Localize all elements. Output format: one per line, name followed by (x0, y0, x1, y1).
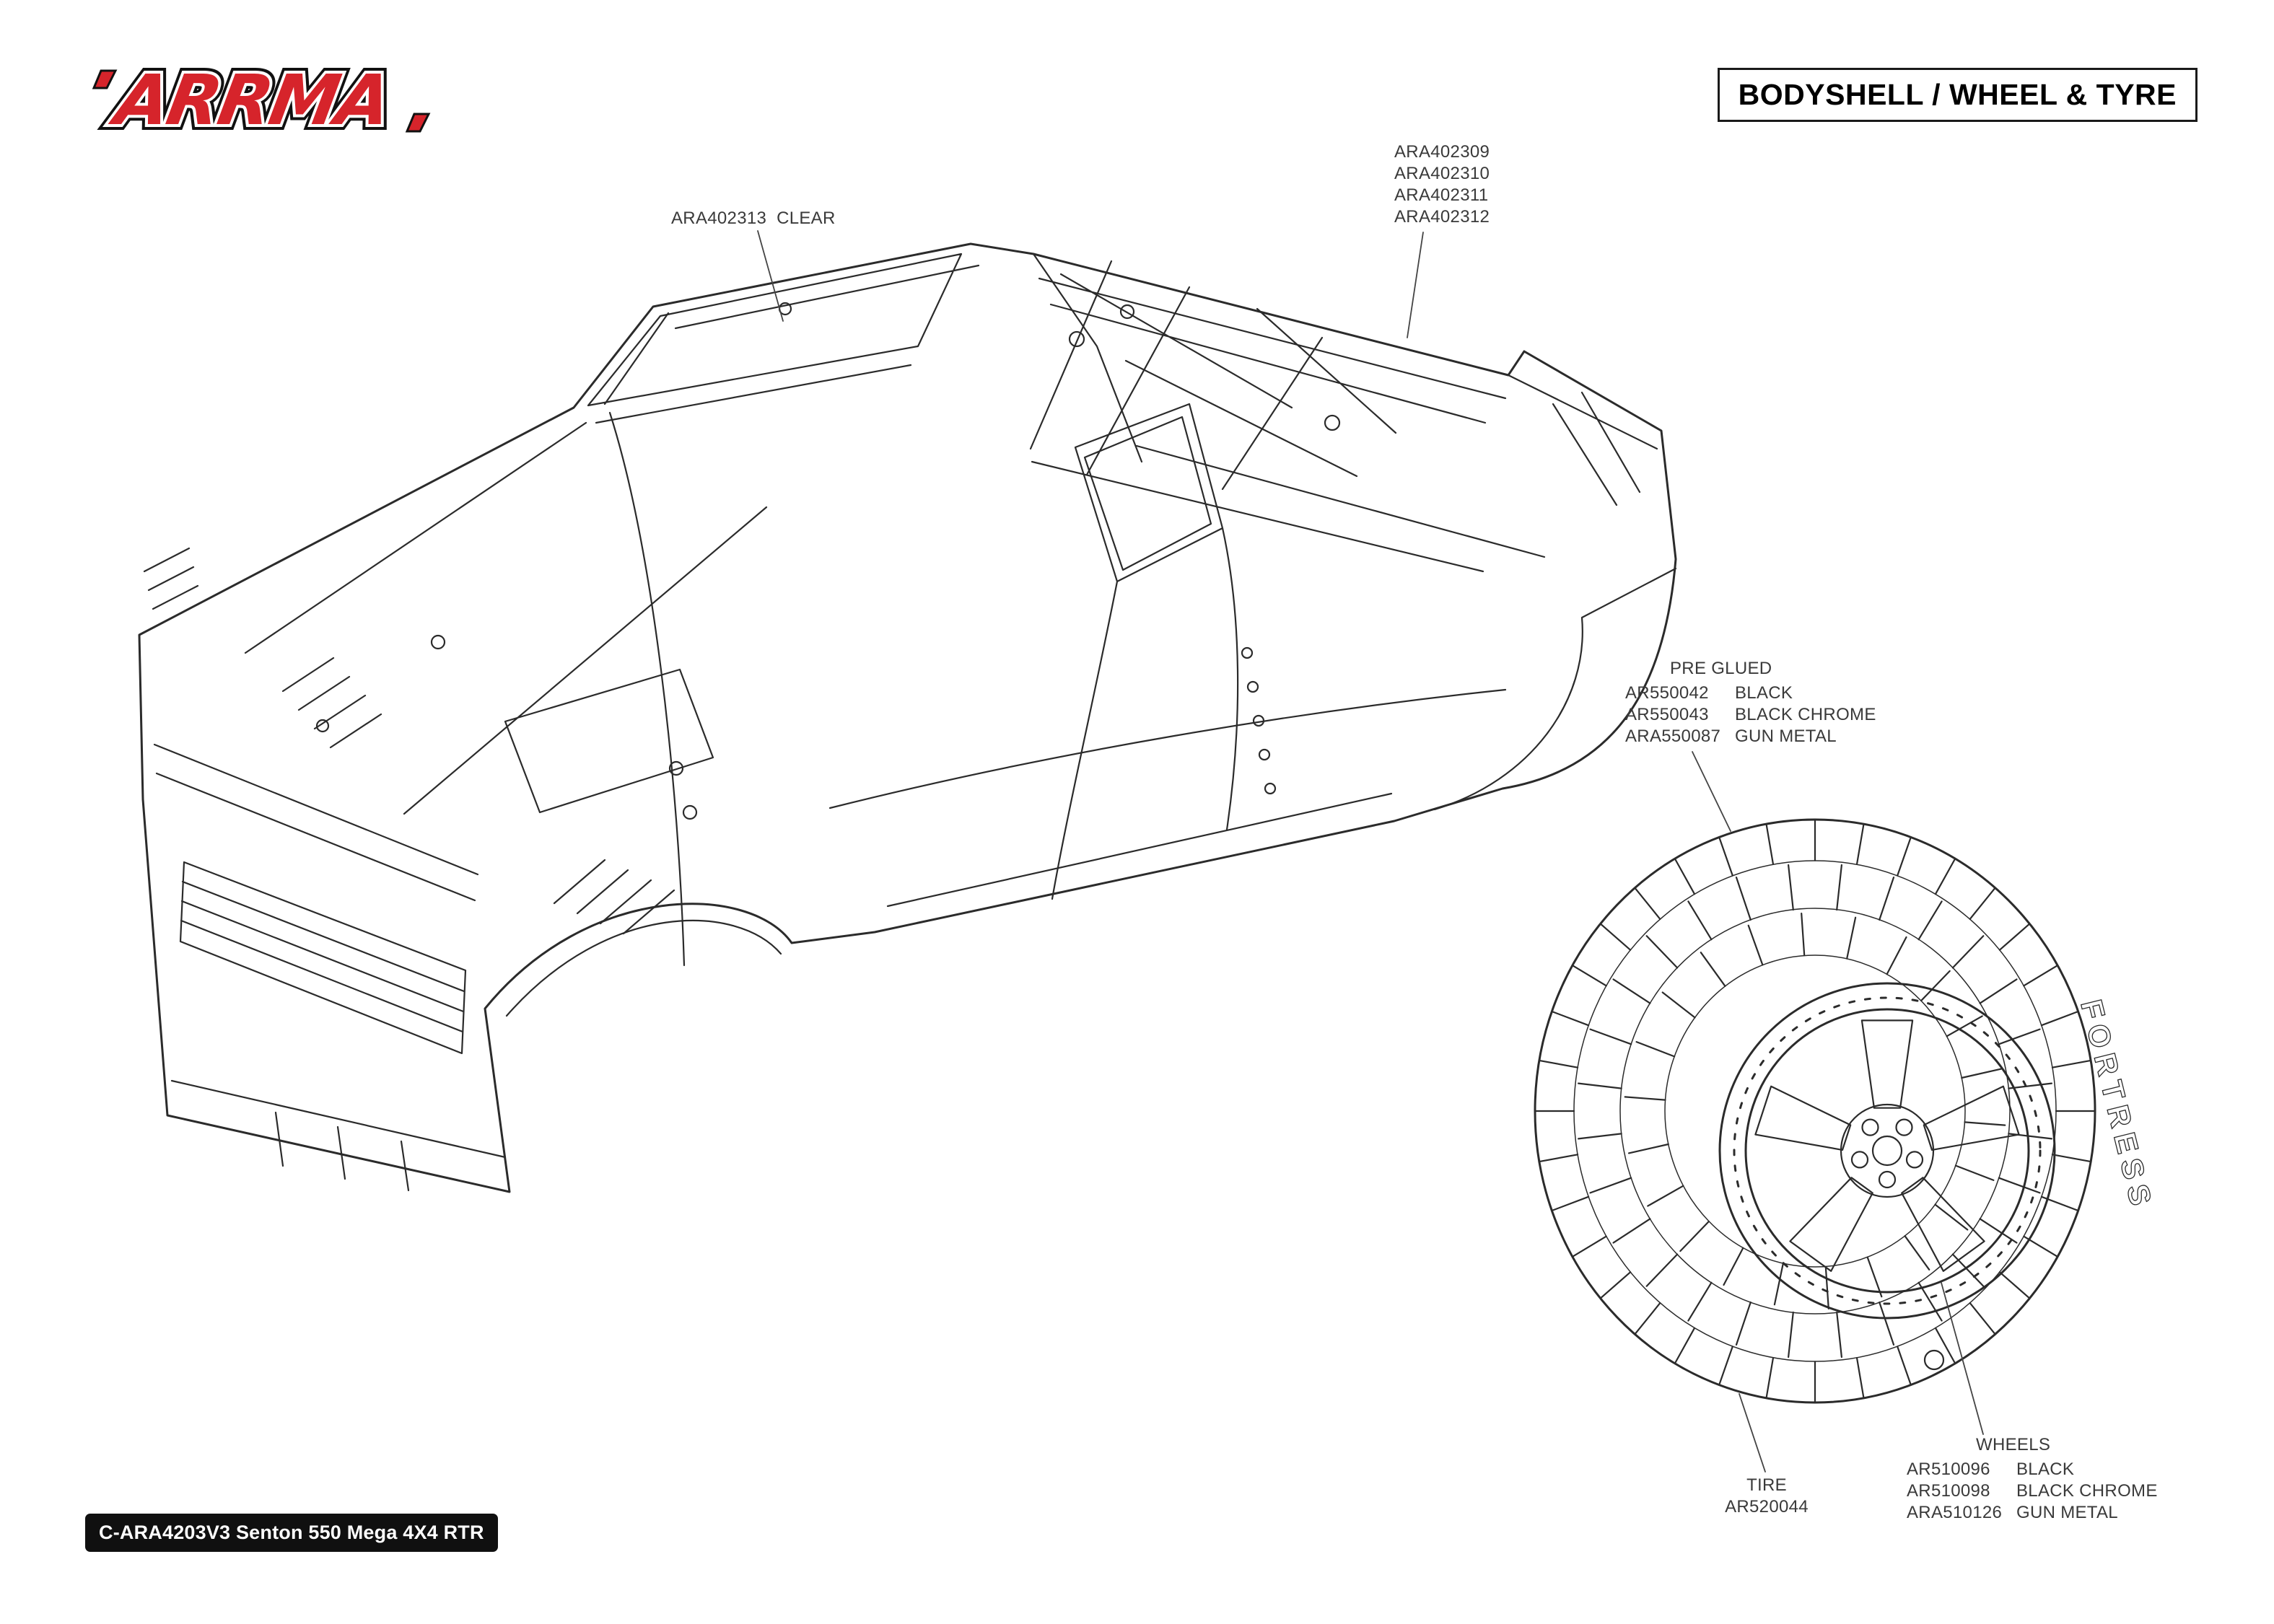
parts-row: ARA510126 GUN METAL (1907, 1502, 2158, 1524)
leader-body-colors (1407, 232, 1424, 338)
part-number: AR510098 (1907, 1481, 1990, 1501)
part-number: ARA402312 (1394, 207, 1490, 227)
part-desc: GUN METAL (2016, 1503, 2118, 1522)
part-number: ARA402309 (1394, 142, 1490, 162)
wheel-hub (1840, 1103, 1935, 1198)
part-number: AR550043 (1625, 705, 1709, 724)
parts-row: AR510098 BLACK CHROME (1907, 1480, 2158, 1502)
tire-tread-blocks (1534, 819, 2096, 1403)
part-desc: BLACK CHROME (1735, 705, 1876, 724)
part-number: AR550042 (1625, 683, 1709, 703)
bed-details (505, 260, 1677, 1017)
wheel-spokes (1754, 1019, 2020, 1272)
part-number: AR520044 (1725, 1497, 1809, 1517)
svg-text:ARRMA: ARRMA (105, 60, 396, 141)
wheels-title: WHEELS (1976, 1435, 2051, 1454)
part-desc: BLACK (2016, 1460, 2075, 1479)
label-bodyshell-clear: ARA402313 CLEAR (671, 208, 836, 229)
wheel-bead-ring (1718, 982, 2056, 1320)
wheel-rim-edge (1744, 1008, 2030, 1294)
parts-row: ARA550087 GUN METAL (1625, 726, 1876, 747)
tire-drawing: FORTRESS (1534, 818, 2160, 1404)
hood-details (143, 421, 768, 1192)
leader-tire (1739, 1393, 1766, 1472)
body-clip-holes (315, 302, 1341, 820)
page-title: BODYSHELL / WHEEL & TYRE (1717, 68, 2198, 122)
tire-sidewall-vent (1923, 1349, 1945, 1371)
part-desc: BLACK CHROME (2016, 1481, 2158, 1501)
svg-text:ARRMA: ARRMA (105, 60, 396, 141)
label-tire: TIRE AR520044 (1709, 1475, 1824, 1518)
logo-slash-right (405, 113, 431, 133)
wheel-center (1871, 1135, 1903, 1167)
bodyshell-drawing (138, 242, 1677, 1193)
label-bodyshell-colors: ARA402309 ARA402310 ARA402311 ARA402312 (1394, 141, 1490, 228)
part-number: ARA510126 (1907, 1503, 2003, 1522)
leader-wheels (1941, 1282, 1984, 1435)
leader-body-clear (757, 230, 784, 322)
wheel-drawing (1718, 982, 2056, 1320)
parts-row: AR550042 BLACK (1625, 682, 1876, 704)
part-desc: CLEAR (777, 209, 836, 228)
part-number: AR510096 (1907, 1460, 1990, 1479)
leader-pre-glued (1692, 751, 1731, 832)
bodyshell-outline (138, 242, 1677, 1193)
tire-title: TIRE (1746, 1475, 1787, 1495)
arrma-logo: ARRMA ARRMA ARRMA (91, 54, 437, 146)
parts-row: AR550043 BLACK CHROME (1625, 704, 1876, 726)
pre-glued-title: PRE GLUED (1670, 659, 1772, 678)
svg-text:ARRMA: ARRMA (105, 60, 396, 141)
model-id-badge: C-ARA4203V3 Senton 550 Mega 4X4 RTR (85, 1514, 498, 1552)
cab-details (587, 253, 1239, 967)
part-number: ARA402310 (1394, 164, 1490, 183)
part-desc: GUN METAL (1735, 727, 1837, 746)
part-number: ARA402311 (1394, 185, 1489, 205)
label-pre-glued: PRE GLUED AR550042 BLACK AR550043 BLACK … (1625, 658, 1876, 747)
label-wheels: WHEELS AR510096 BLACK AR510098 BLACK CHR… (1907, 1434, 2158, 1524)
part-number: ARA402313 (671, 209, 767, 228)
wheel-beadlock-screws (1733, 996, 2042, 1305)
part-number: ARA550087 (1625, 727, 1721, 746)
part-desc: BLACK (1735, 683, 1793, 703)
parts-row: AR510096 BLACK (1907, 1459, 2158, 1480)
logo-slash-left (92, 69, 118, 89)
model-id-text: C-ARA4203V3 Senton 550 Mega 4X4 RTR (99, 1522, 484, 1543)
page-title-text: BODYSHELL / WHEEL & TYRE (1738, 78, 2177, 111)
